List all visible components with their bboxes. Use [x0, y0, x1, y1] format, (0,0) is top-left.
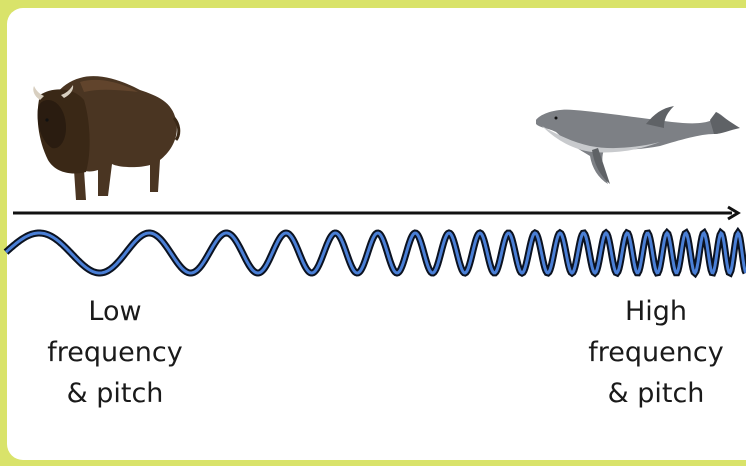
dolphin-illustration [536, 106, 740, 184]
low-frequency-label: Low frequency & pitch [30, 291, 200, 414]
direction-arrow [13, 207, 738, 219]
sound-wave [6, 233, 746, 273]
high-frequency-label: High frequency & pitch [568, 291, 744, 414]
bison-illustration [33, 76, 179, 200]
